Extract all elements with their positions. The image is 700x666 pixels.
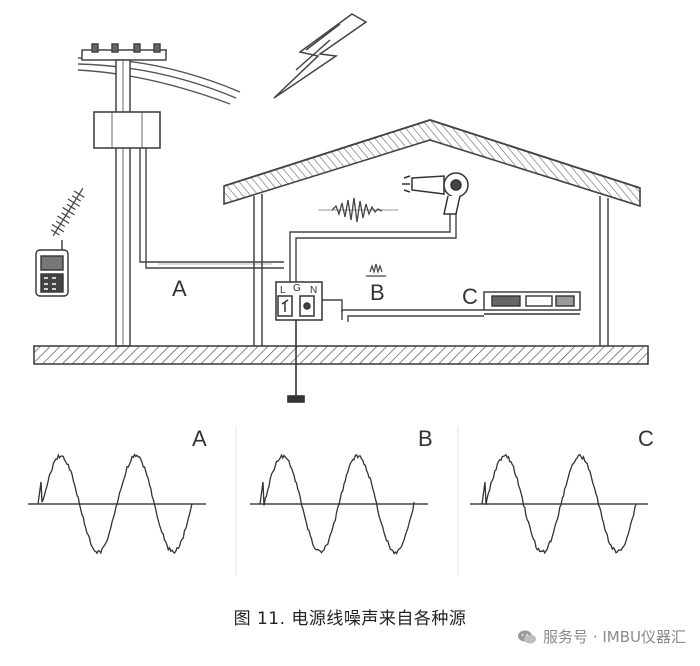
watermark: 服务号 · IMBU仪器汇 xyxy=(517,626,686,647)
hair-dryer-icon xyxy=(402,172,469,215)
electrical-panel xyxy=(275,281,323,321)
overhead-power-lines xyxy=(77,57,241,105)
figure-caption: 图 11. 电源线噪声来自各种源 xyxy=(233,609,467,629)
label-panel-g: G xyxy=(293,283,301,294)
utility-pole-icon xyxy=(81,43,167,347)
waveform-a-trace xyxy=(37,453,193,555)
wechat-icon xyxy=(518,630,537,643)
house-roof-icon xyxy=(223,119,641,208)
electronic-device-icon xyxy=(483,291,581,315)
transformer-icon xyxy=(93,111,161,149)
mobile-phone-icon xyxy=(35,240,69,297)
waveform-b-trace xyxy=(259,453,415,555)
spark-source-icon xyxy=(366,263,386,277)
lightning-bolt-icon xyxy=(273,13,368,99)
label-path-a: A xyxy=(172,276,187,301)
waveform-c-label: C xyxy=(638,426,654,451)
label-path-b: B xyxy=(370,280,385,305)
label-path-c: C xyxy=(462,284,478,309)
house-wiring xyxy=(289,210,484,322)
service-line-a xyxy=(139,148,284,269)
ground-symbol-icon xyxy=(287,320,305,403)
waveform-b-label: B xyxy=(418,426,433,451)
radio-waves-icon xyxy=(50,187,85,237)
ground-slab xyxy=(33,345,649,365)
noise-signal-icon xyxy=(318,197,398,223)
watermark-text: 服务号 · IMBU仪器汇 xyxy=(543,628,686,646)
waveform-a-label: A xyxy=(192,426,207,451)
waveform-c-trace xyxy=(481,453,637,555)
house-walls xyxy=(253,194,609,346)
label-panel-n: N xyxy=(310,285,317,296)
label-panel-l: L xyxy=(280,285,286,296)
waveform-panels: A B C xyxy=(28,426,654,576)
